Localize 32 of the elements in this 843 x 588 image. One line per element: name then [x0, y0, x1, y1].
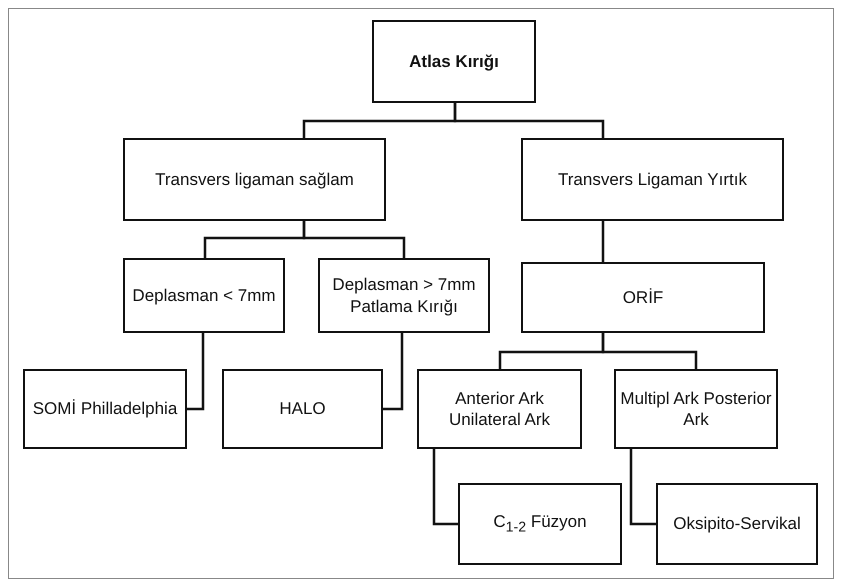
process-box	[656, 483, 818, 565]
box-label: Deplasman > 7mm Patlama Kırığı	[331, 274, 477, 317]
connector-line	[302, 221, 406, 258]
process-box	[23, 369, 187, 449]
connector-line	[187, 333, 204, 410]
connector-line	[432, 449, 458, 526]
box-label: Deplasman < 7mm	[132, 284, 276, 306]
process-box	[222, 369, 383, 449]
process-box	[318, 258, 490, 333]
box-label: Multipl Ark Posterior Ark	[620, 388, 772, 430]
connector-line	[630, 449, 656, 526]
connector-line	[454, 103, 604, 138]
process-box	[123, 138, 386, 221]
process-box	[123, 258, 285, 333]
connector-line	[602, 221, 604, 262]
process-box	[372, 20, 536, 103]
process-box	[521, 138, 784, 221]
box-label: Atlas Kırığı	[409, 50, 499, 72]
box-label: Oksipito-Servikal	[673, 513, 801, 535]
box-label: Transvers ligaman sağlam	[155, 168, 354, 190]
process-box	[458, 483, 622, 565]
box-label: SOMİ Philladelphia	[32, 398, 178, 420]
box-label: C$_{1-2}$ Füzyon	[493, 510, 587, 538]
connector-line	[602, 333, 698, 369]
process-box	[614, 369, 778, 449]
box-label: HALO	[279, 398, 326, 420]
process-box	[521, 262, 765, 333]
box-label: ORİF	[622, 286, 664, 308]
box-label: Transvers Ligaman Yırtık	[558, 168, 747, 190]
connector-line	[383, 333, 404, 410]
process-box	[417, 369, 582, 449]
box-label: Anterior Ark Unilateral Ark	[448, 388, 552, 430]
